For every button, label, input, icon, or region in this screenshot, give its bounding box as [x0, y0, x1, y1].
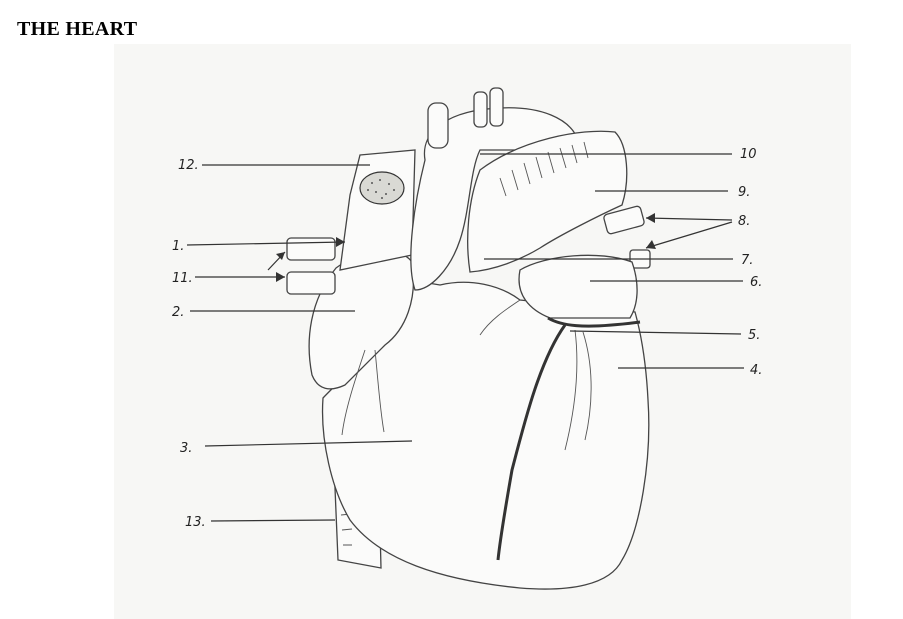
arrow-8a: [646, 213, 655, 223]
leader-13: [211, 520, 335, 521]
label-11: 11.: [172, 271, 193, 286]
label-9: 9.: [738, 185, 750, 200]
arrow-11: [276, 272, 285, 282]
label-6: 6.: [750, 275, 762, 290]
arrow-11b: [276, 252, 285, 260]
aortic-branch-2: [474, 92, 487, 127]
superior-vena-cava: [340, 150, 415, 270]
leader-11: [195, 252, 285, 277]
leader-8b: [646, 222, 732, 248]
label-10: 10: [740, 147, 757, 162]
label-3: 3.: [180, 441, 192, 456]
pulmonary-trunk: [468, 131, 627, 272]
aortic-branch-1: [428, 103, 448, 148]
label-7: 7.: [741, 253, 753, 268]
arrow-8b: [646, 240, 656, 249]
leader-8a: [646, 218, 732, 220]
label-5: 5.: [748, 328, 760, 343]
aortic-branch-3: [490, 88, 503, 126]
label-12: 12.: [178, 158, 199, 173]
svc-opening: [360, 172, 404, 204]
label-4: 4.: [750, 363, 762, 378]
label-2: 2.: [172, 305, 184, 320]
label-8: 8.: [738, 214, 750, 229]
left-auricle: [519, 255, 637, 318]
pulmonary-vein-lower: [287, 272, 335, 294]
label-1: 1.: [172, 239, 184, 254]
pulmonary-vein-upper: [287, 238, 335, 260]
label-13: 13.: [185, 515, 206, 530]
